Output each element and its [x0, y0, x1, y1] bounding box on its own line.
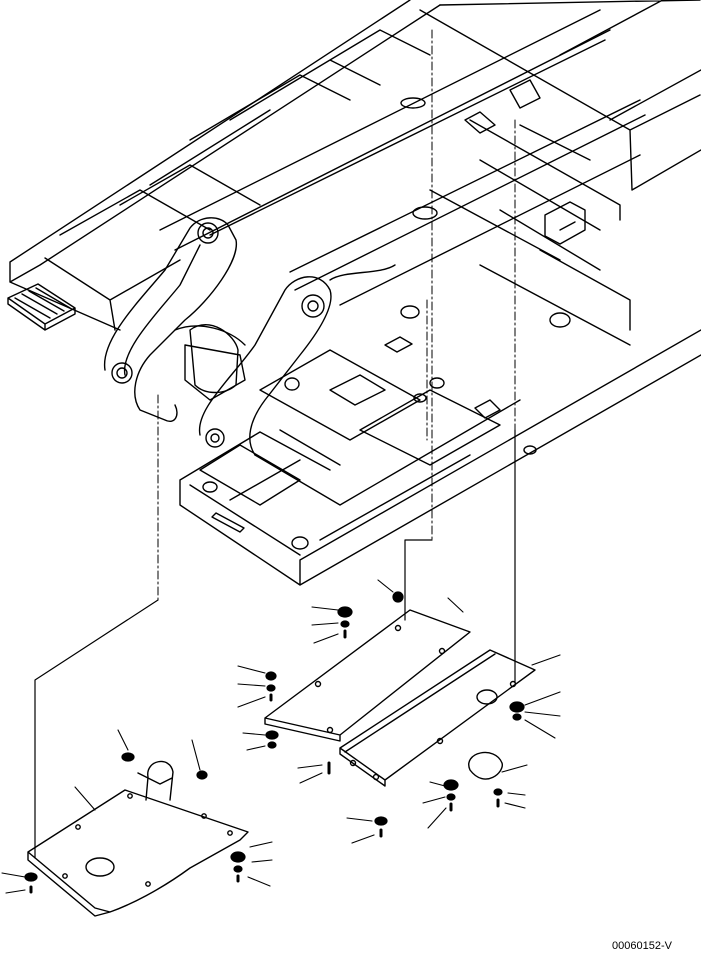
cover-guard — [137, 760, 174, 801]
connector-mid — [404, 539, 433, 621]
assembly-lines — [157, 29, 516, 601]
washer-icon — [493, 788, 503, 796]
frame-right-deck — [419, 0, 701, 191]
frame-center-boxes — [199, 349, 501, 506]
washer-icon — [512, 713, 522, 721]
cover-plate-rear — [264, 609, 471, 742]
frame-left-deck — [9, 0, 441, 331]
frame-deck-inner — [44, 29, 431, 331]
bracket-plate-left — [103, 217, 237, 422]
frame-opening — [413, 393, 427, 403]
pin-boss — [301, 294, 325, 318]
frame-bracket — [544, 201, 586, 245]
frame-bracket — [464, 79, 541, 134]
bolt-hole — [326, 726, 334, 734]
frame-opening — [523, 445, 537, 455]
cover-hole — [476, 689, 498, 705]
washer-icon — [267, 741, 277, 749]
bolt-hole — [314, 680, 322, 688]
callout-leader — [1, 579, 561, 894]
cover-cap — [468, 751, 503, 780]
bolt-hole — [436, 737, 444, 745]
washer-icon — [196, 770, 208, 780]
connector-lines — [34, 429, 516, 859]
cover-plate-front — [339, 649, 536, 787]
bolt-hole — [201, 813, 207, 819]
bolt-hole — [438, 647, 446, 655]
washer-icon — [374, 816, 388, 826]
bracket-plate-right — [198, 276, 332, 456]
revolving-frame — [7, 0, 701, 586]
pin-boss — [197, 222, 219, 244]
washer-icon — [446, 793, 456, 801]
bracket-plate-left-inner — [124, 244, 201, 376]
pin-hole — [202, 227, 214, 239]
pin-boss — [205, 428, 225, 448]
cover-hole — [85, 857, 115, 877]
frame-front-deck — [179, 329, 701, 586]
center-beam-right — [289, 99, 646, 306]
bracket-cutout — [189, 324, 239, 394]
frame-opening — [412, 206, 438, 220]
washer-icon — [509, 701, 525, 713]
bolt-hole — [227, 830, 233, 836]
reference-code: 00060152-V — [612, 940, 672, 952]
frame-opening — [291, 536, 309, 550]
bracket-link — [174, 325, 246, 401]
bolt-hole — [127, 793, 133, 799]
washer-icon — [340, 620, 350, 628]
center-beam-left — [159, 9, 611, 251]
bolt-hole — [349, 759, 357, 767]
bolt-hole — [372, 773, 380, 781]
under-cover-left — [27, 760, 249, 917]
bolt-hole — [75, 824, 81, 830]
frame-opening — [400, 97, 426, 109]
frame-opening — [284, 377, 300, 391]
washer-icon — [121, 752, 135, 762]
washer-icon — [265, 671, 277, 681]
washer-icon — [443, 779, 459, 791]
bolt-hole — [62, 873, 68, 879]
washer-icon — [24, 872, 38, 882]
pin-hole — [307, 300, 319, 312]
frame-opening — [202, 481, 218, 493]
pin-hole — [116, 367, 128, 379]
pin-boss — [111, 362, 133, 384]
frame-opening — [549, 312, 571, 328]
fasteners — [24, 591, 525, 894]
washer-icon — [233, 865, 243, 873]
callout-leaders — [1, 579, 561, 894]
cover-plate — [27, 789, 249, 917]
washer-icon — [265, 730, 279, 740]
pin-hole — [210, 433, 220, 443]
step-plate — [7, 283, 76, 331]
frame-opening — [400, 305, 420, 319]
washer-icon — [392, 591, 404, 603]
connector-left — [34, 599, 159, 859]
bolt-hole — [509, 680, 517, 688]
bracket-cutout — [329, 264, 396, 281]
washer-icon — [230, 851, 246, 863]
frame-opening — [429, 377, 445, 389]
bolt-hole — [394, 624, 402, 632]
washer-icon — [266, 684, 276, 692]
washer-icon — [337, 606, 353, 618]
boom-bracket — [103, 9, 646, 456]
under-cover-right — [264, 609, 536, 787]
bolt-hole — [145, 881, 151, 887]
frame-slot — [211, 512, 245, 533]
frame-bracket — [384, 336, 501, 419]
